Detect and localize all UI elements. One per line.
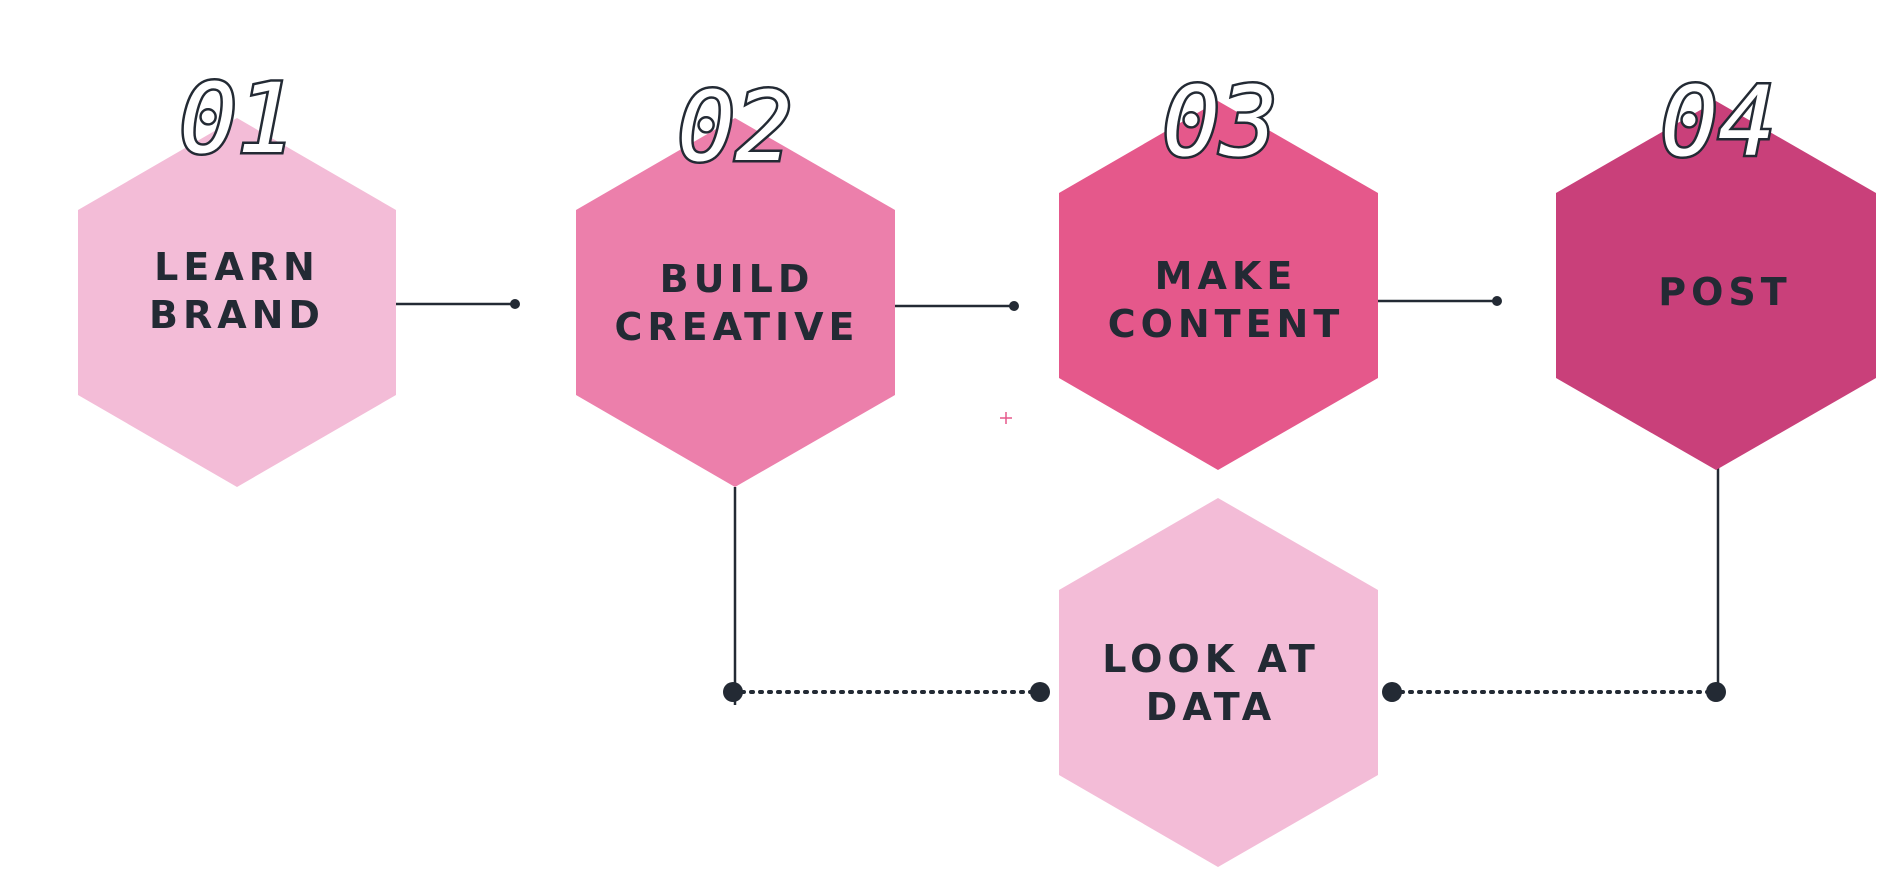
step-make-content: MAKE CONTENT 03: [1059, 64, 1378, 470]
step-3-label-line-1: MAKE: [1155, 254, 1298, 298]
hexagon-step-1: [78, 118, 396, 487]
step-2-number: 02: [677, 71, 793, 183]
step-look-at-data: LOOK AT DATA: [1059, 498, 1378, 867]
step-2-label-line-2: CREATIVE: [615, 305, 860, 349]
step-1-label-line-2: BRAND: [149, 293, 325, 337]
dot-right-end: [1706, 682, 1726, 702]
connectors: [396, 296, 1726, 705]
step-4-label-line-1: POST: [1658, 270, 1791, 314]
hexagon-step-2: [576, 118, 895, 487]
hexagon-step-4: [1556, 101, 1876, 470]
step-2-label-line-1: BUILD: [660, 257, 815, 301]
step-1-number: 01: [179, 63, 295, 175]
step-4-number: 04: [1660, 66, 1776, 178]
dot-left-end: [1030, 682, 1050, 702]
connector-3-4-endpoint: [1492, 296, 1502, 306]
plus-marker-icon: [1000, 412, 1012, 424]
step-post: POST 04: [1556, 64, 1876, 470]
feedback-label-line-2: DATA: [1146, 685, 1276, 729]
dot-left-start: [723, 682, 743, 702]
step-3-label-line-2: CONTENT: [1108, 302, 1345, 346]
step-1-label-line-1: LEARN: [154, 245, 320, 289]
dot-right-start: [1382, 682, 1402, 702]
connector-2-3-endpoint: [1009, 301, 1019, 311]
hexagon-feedback: [1059, 498, 1378, 867]
feedback-label-line-1: LOOK AT: [1102, 637, 1320, 681]
step-learn-brand: LEARN BRAND 01: [78, 61, 396, 487]
connector-1-2-endpoint: [510, 299, 520, 309]
hexagon-step-3: [1059, 101, 1378, 470]
step-3-number: 03: [1162, 66, 1278, 178]
step-build-creative: BUILD CREATIVE 02: [576, 69, 895, 487]
